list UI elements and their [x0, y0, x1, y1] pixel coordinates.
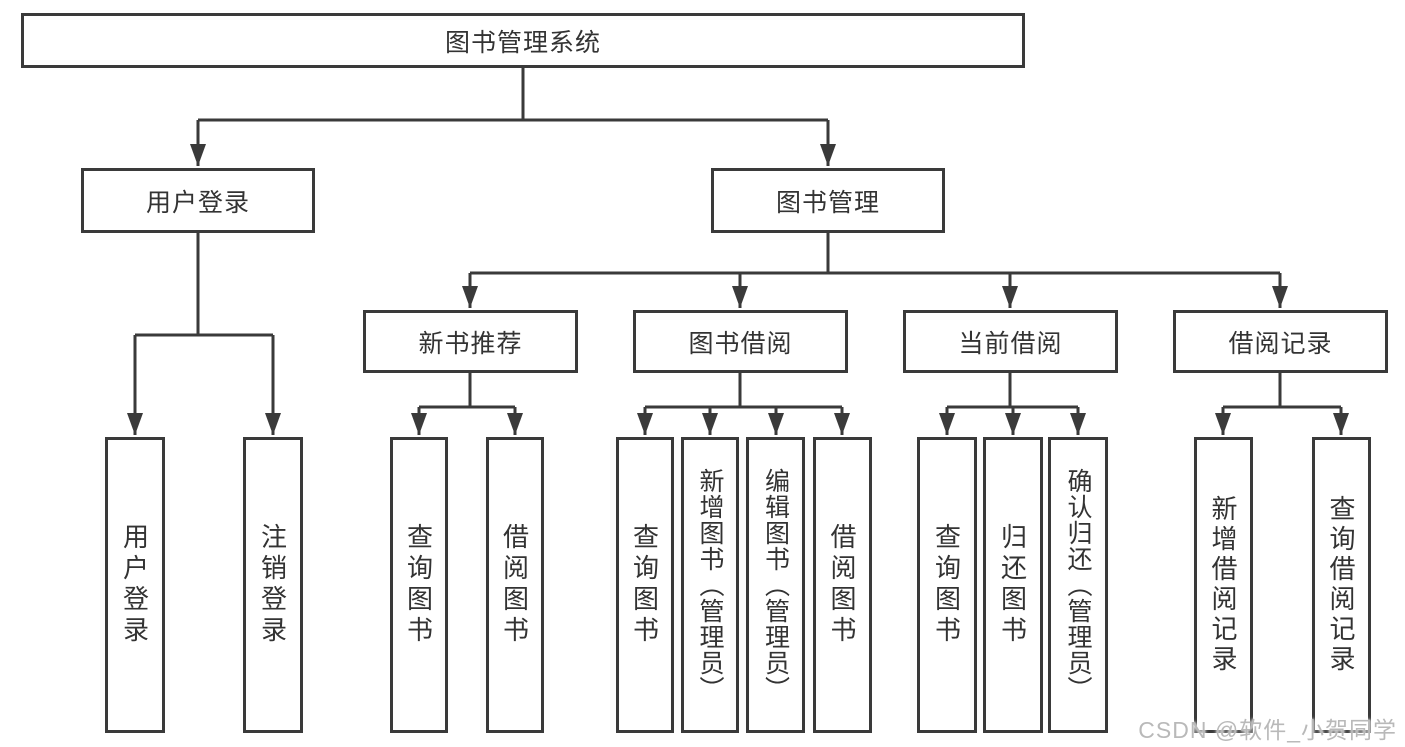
csdn-watermark: CSDN @软件_小贺同学: [1138, 717, 1397, 743]
leaf-user-login-label: 用户登录: [119, 523, 150, 647]
leaf-br-query-record: 查询借阅记录: [1312, 437, 1371, 733]
node-borrow-records-label: 借阅记录: [1228, 329, 1333, 358]
node-user-login: 用户登录: [81, 168, 315, 233]
leaf-br-add-record-label: 新增借阅记录: [1208, 495, 1238, 675]
leaf-rec-borrow-book: 借阅图书: [486, 437, 544, 733]
leaf-br-add-record: 新增借阅记录: [1194, 437, 1253, 733]
node-book-borrow-label: 图书借阅: [688, 329, 793, 358]
node-user-login-label: 用户登录: [145, 188, 250, 217]
leaf-logout-label: 注销登录: [257, 523, 288, 647]
leaf-user-login: 用户登录: [105, 437, 165, 733]
leaf-cb-query-book-label: 查询图书: [931, 523, 962, 647]
node-borrow-records: 借阅记录: [1173, 310, 1388, 373]
leaf-rec-query-book: 查询图书: [390, 437, 448, 733]
leaf-cb-confirm-return-label: 确认归还（管理员）: [1064, 468, 1092, 702]
leaf-bb-edit-book-label: 编辑图书（管理员）: [761, 468, 790, 702]
node-root-label: 图书管理系统: [444, 28, 601, 57]
leaf-bb-query-book: 查询图书: [616, 437, 674, 733]
leaf-bb-edit-book: 编辑图书（管理员）: [746, 437, 805, 733]
leaf-cb-confirm-return: 确认归还（管理员）: [1048, 437, 1108, 733]
node-book-management: 图书管理: [711, 168, 945, 233]
leaf-br-query-record-label: 查询借阅记录: [1326, 495, 1356, 675]
leaf-cb-query-book: 查询图书: [917, 437, 977, 733]
leaf-bb-add-book: 新增图书（管理员）: [681, 437, 739, 733]
leaf-rec-query-book-label: 查询图书: [403, 523, 434, 647]
node-current-borrow: 当前借阅: [903, 310, 1118, 373]
leaf-logout: 注销登录: [243, 437, 303, 733]
node-new-book-recommend-label: 新书推荐: [418, 329, 523, 358]
node-root: 图书管理系统: [21, 13, 1025, 68]
leaf-bb-borrow-book-label: 借阅图书: [827, 523, 857, 647]
leaf-bb-borrow-book: 借阅图书: [813, 437, 872, 733]
leaf-cb-return-book-label: 归还图书: [997, 523, 1028, 647]
node-current-borrow-label: 当前借阅: [958, 329, 1063, 358]
node-book-management-label: 图书管理: [775, 188, 880, 217]
node-book-borrow: 图书借阅: [633, 310, 848, 373]
leaf-rec-borrow-book-label: 借阅图书: [499, 523, 530, 647]
leaf-bb-query-book-label: 查询图书: [629, 523, 660, 647]
leaf-cb-return-book: 归还图书: [983, 437, 1043, 733]
node-new-book-recommend: 新书推荐: [363, 310, 578, 373]
leaf-bb-add-book-label: 新增图书（管理员）: [696, 468, 724, 702]
